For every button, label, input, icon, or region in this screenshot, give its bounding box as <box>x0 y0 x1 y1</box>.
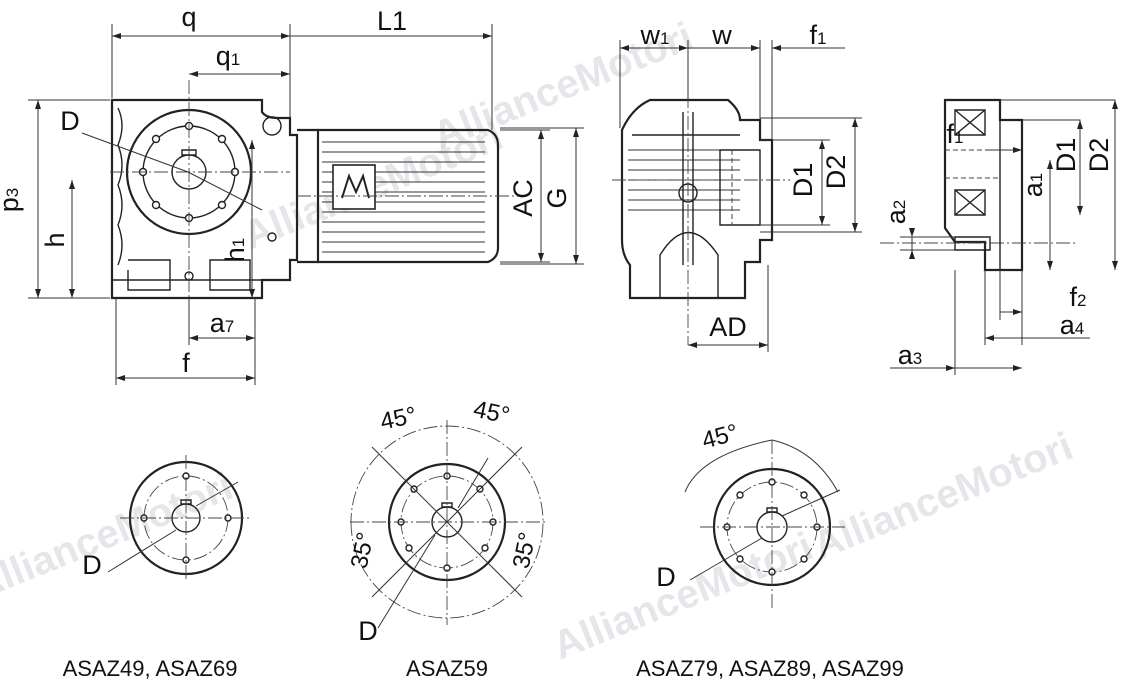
dim-D2-section: D2 <box>1084 138 1114 173</box>
dim-D-front: D <box>60 106 80 136</box>
dim-f1-section: f <box>947 119 955 149</box>
svg-text:f1: f1 <box>947 119 964 149</box>
watermarks: AllianceMotori AllianceMotori AllianceMo… <box>0 14 1079 668</box>
dim-f2: f <box>1070 282 1078 312</box>
flange-bolt-holes <box>138 121 240 223</box>
dim-a2-sub: 2 <box>890 200 909 209</box>
svg-text:a7: a7 <box>210 308 235 338</box>
dim-f1-section-sub: 1 <box>954 128 963 147</box>
svg-text:a2: a2 <box>881 200 911 225</box>
flange-2-angle-2: 45° <box>471 396 512 430</box>
section-view: f1 D1 D2 a1 a2 f2 a4 a3 <box>880 98 1118 375</box>
watermark: AllianceMotori <box>547 524 819 668</box>
dim-AD: AD <box>709 312 747 342</box>
dim-a3-sub: 3 <box>913 349 922 368</box>
dim-D2-side: D2 <box>821 155 851 190</box>
watermark: AllianceMotori <box>0 464 239 608</box>
dim-a1-sub: 1 <box>1027 173 1046 182</box>
dim-G: G <box>542 187 572 208</box>
flange-variant-1: D ASAZ49, ASAZ69 <box>63 455 252 681</box>
dim-w1-sub: 1 <box>660 29 669 48</box>
watermark: AllianceMotori <box>807 424 1079 568</box>
flange-3-angle-1: 45° <box>699 419 741 454</box>
dim-AC: AC <box>508 179 538 217</box>
dim-a3: a <box>898 340 914 370</box>
dim-a1: a <box>1018 181 1048 197</box>
svg-text:a4: a4 <box>1060 310 1085 340</box>
dim-f1-side: f <box>810 20 818 50</box>
flange-2-angle-4: 35° <box>508 530 542 571</box>
dim-D1-section: D1 <box>1051 138 1081 173</box>
dim-a4: a <box>1060 310 1076 340</box>
dim-h: h <box>40 232 70 247</box>
dim-a2: a <box>881 208 911 224</box>
dim-w: w <box>711 20 732 50</box>
flange-variant-3: D 45° ASAZ79, ASAZ89, ASAZ99 <box>636 419 904 681</box>
flange-3-D: D <box>656 562 676 592</box>
svg-text:q1: q1 <box>216 41 241 71</box>
dim-w1: w <box>640 20 661 50</box>
dim-f: f <box>182 348 190 378</box>
dim-q1: q <box>216 41 231 71</box>
flange-1-caption: ASAZ49, ASAZ69 <box>63 656 238 681</box>
dim-p3: p <box>0 197 24 212</box>
dim-h1: h <box>220 247 250 262</box>
svg-text:p3: p3 <box>0 188 24 213</box>
svg-text:a3: a3 <box>898 340 923 370</box>
svg-text:a1: a1 <box>1018 173 1048 198</box>
flange-variant-2: D 45° 45° 35° 35° ASAZ59 <box>346 396 545 681</box>
svg-text:f1: f1 <box>810 20 827 50</box>
alliance-logo-icon <box>341 173 370 199</box>
flange-2-angle-1: 45° <box>378 402 419 436</box>
flange-2-D: D <box>358 616 378 646</box>
svg-text:h1: h1 <box>220 238 250 263</box>
svg-text:f2: f2 <box>1070 282 1087 312</box>
flange-2-angle-3: 35° <box>346 530 380 571</box>
dim-q1-sub: 1 <box>231 50 240 69</box>
dim-a7: a <box>210 308 226 338</box>
dim-q: q <box>181 2 196 32</box>
side-view: w1 w f1 D1 D2 AD <box>612 20 862 352</box>
dim-a7-sub: 7 <box>225 317 234 336</box>
dim-f1-side-sub: 1 <box>817 29 826 48</box>
flange-3-caption: ASAZ79, ASAZ89, ASAZ99 <box>636 656 904 681</box>
flange-1-D: D <box>82 550 102 580</box>
flange-2-caption: ASAZ59 <box>406 656 488 681</box>
svg-text:w1: w1 <box>640 20 670 50</box>
dim-f2-sub: 2 <box>1077 291 1086 310</box>
dim-a4-sub: 4 <box>1075 319 1084 338</box>
dim-p3-sub: 3 <box>3 188 22 197</box>
dim-D1-side: D1 <box>788 163 818 198</box>
dim-h1-sub: 1 <box>229 238 248 247</box>
dim-L1: L1 <box>377 6 407 36</box>
front-view: q q1 L1 p3 h h1 D AC <box>0 2 584 385</box>
